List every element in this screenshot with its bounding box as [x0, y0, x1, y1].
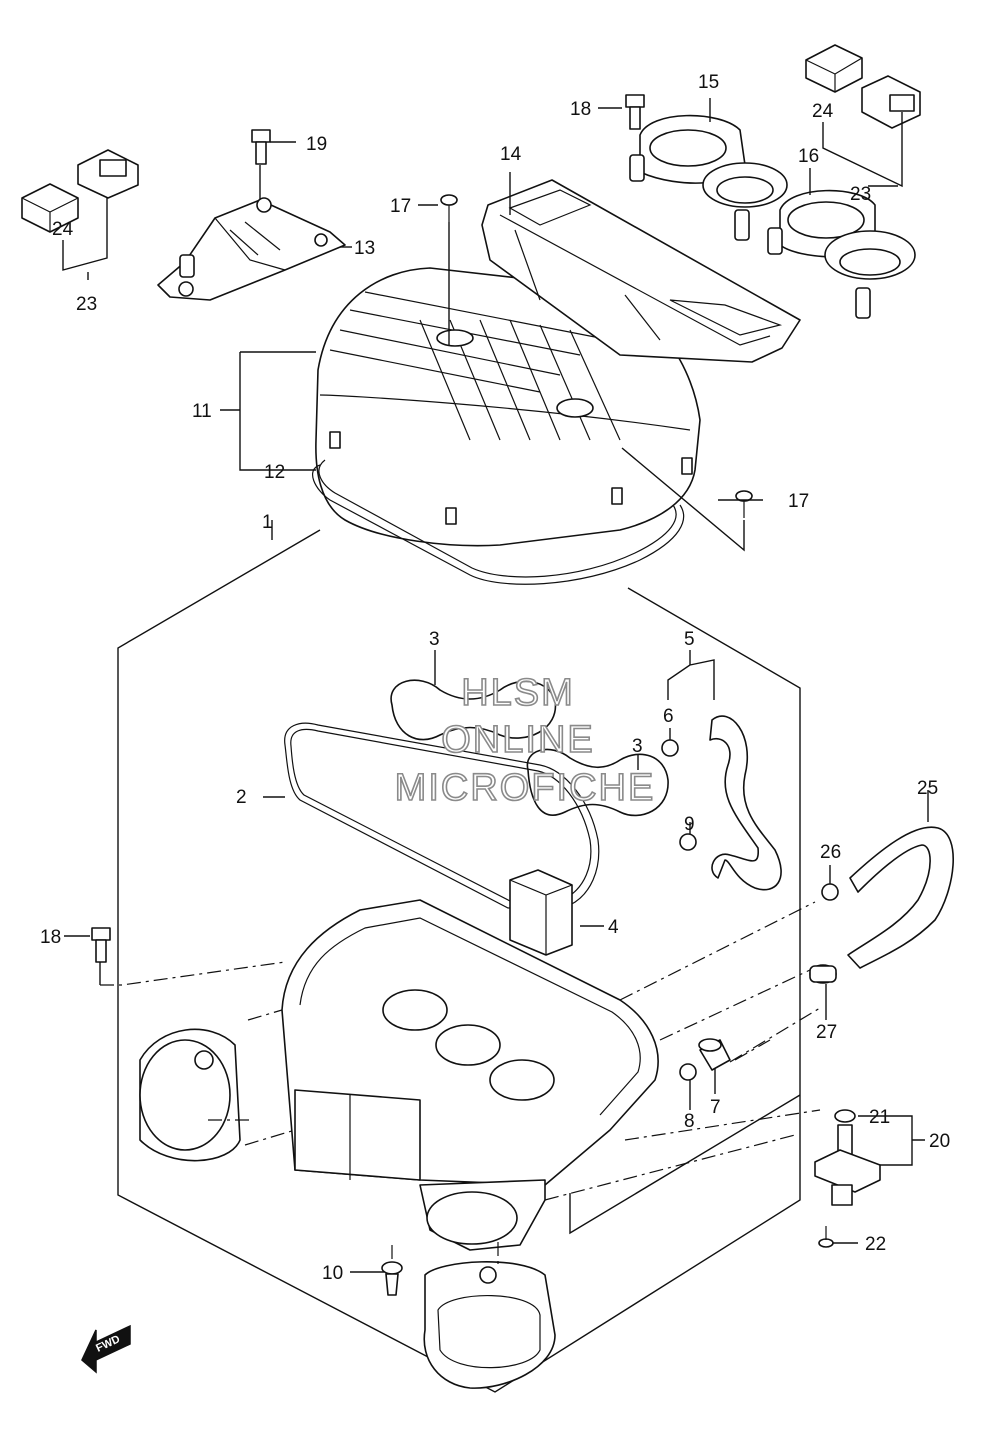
callout-15: 15: [698, 72, 719, 93]
callout-5: 5: [684, 629, 695, 650]
bolt-18-top: [625, 94, 645, 130]
hose-5: [709, 715, 782, 891]
hose-25: [847, 826, 955, 969]
cap-seal: [312, 464, 685, 585]
funnel-15: [629, 114, 788, 241]
bracket: [157, 197, 346, 301]
watermark: HLSM ONLINE MICROFICHE: [394, 671, 656, 810]
assembly-outline: [117, 520, 801, 1393]
callout-26: 26: [820, 842, 841, 863]
callout-25: 25: [917, 778, 938, 799]
callout-20: 20: [929, 1131, 950, 1152]
callout-4: 4: [608, 917, 619, 938]
connector-24-left: [21, 183, 79, 233]
pad-4: [509, 869, 573, 956]
callout-23-right: 23: [850, 184, 871, 205]
callout-23-left: 23: [76, 294, 97, 315]
callout-9: 9: [684, 814, 695, 835]
cap-7: [698, 1038, 731, 1071]
callout-19: 19: [306, 134, 327, 155]
callout-labels: 1 2 3 3 4 5 6 7 8 9 10 11 12 13 14 15 16…: [40, 72, 950, 1284]
sensor-20: [814, 1109, 881, 1206]
clamp-6: [661, 739, 679, 757]
leader-lines: [62, 98, 929, 1273]
screw-17-top: [440, 194, 458, 222]
air-cleaner-case: [139, 899, 659, 1251]
clamp-26: [821, 883, 839, 901]
callout-18-left: 18: [40, 927, 61, 948]
callout-13: 13: [354, 238, 375, 259]
callout-14: 14: [500, 144, 522, 165]
sensor-23-right: [861, 75, 921, 129]
callout-17-right: 17: [788, 491, 809, 512]
sensor-23-left: [77, 149, 139, 199]
connector-24-right: [805, 44, 863, 93]
callout-3-top: 3: [429, 629, 440, 650]
funnel-16: [767, 189, 916, 319]
callout-8: 8: [684, 1111, 695, 1132]
filter-cover: [481, 179, 801, 363]
screw-19: [251, 129, 271, 165]
callout-12: 12: [264, 462, 285, 483]
callout-2: 2: [236, 787, 247, 808]
callout-24-left: 24: [52, 219, 74, 240]
callout-11: 11: [192, 401, 212, 422]
callout-16: 16: [798, 146, 819, 167]
callout-18-top: 18: [570, 99, 591, 120]
callout-3-right: 3: [632, 736, 643, 757]
callout-10: 10: [322, 1263, 343, 1284]
clamp-8: [679, 1063, 697, 1081]
bolt-18-left: [91, 927, 111, 963]
watermark-line-1: HLSM: [461, 672, 575, 714]
callout-17-top: 17: [390, 196, 411, 217]
callout-7: 7: [710, 1097, 721, 1118]
gasket-3a: [390, 679, 557, 741]
fwd-arrow-icon: FWD: [81, 1324, 131, 1374]
watermark-line-3: MICROFICHE: [395, 767, 656, 809]
seal-2: [284, 722, 600, 909]
callout-21: 21: [869, 1107, 890, 1128]
watermark-line-2: ONLINE: [441, 719, 594, 761]
gasket-3b: [526, 748, 669, 817]
callout-1: 1: [262, 512, 273, 533]
callout-24-right: 24: [812, 101, 834, 122]
callout-27: 27: [816, 1022, 837, 1043]
clamp-27: [809, 964, 837, 984]
screw-22: [818, 1226, 834, 1248]
callout-22: 22: [865, 1234, 886, 1255]
rivet-10: [381, 1261, 403, 1296]
callout-6: 6: [663, 706, 674, 727]
screw-17-right: [735, 490, 753, 518]
intake-duct: [423, 1261, 556, 1389]
clamp-9: [679, 833, 697, 851]
